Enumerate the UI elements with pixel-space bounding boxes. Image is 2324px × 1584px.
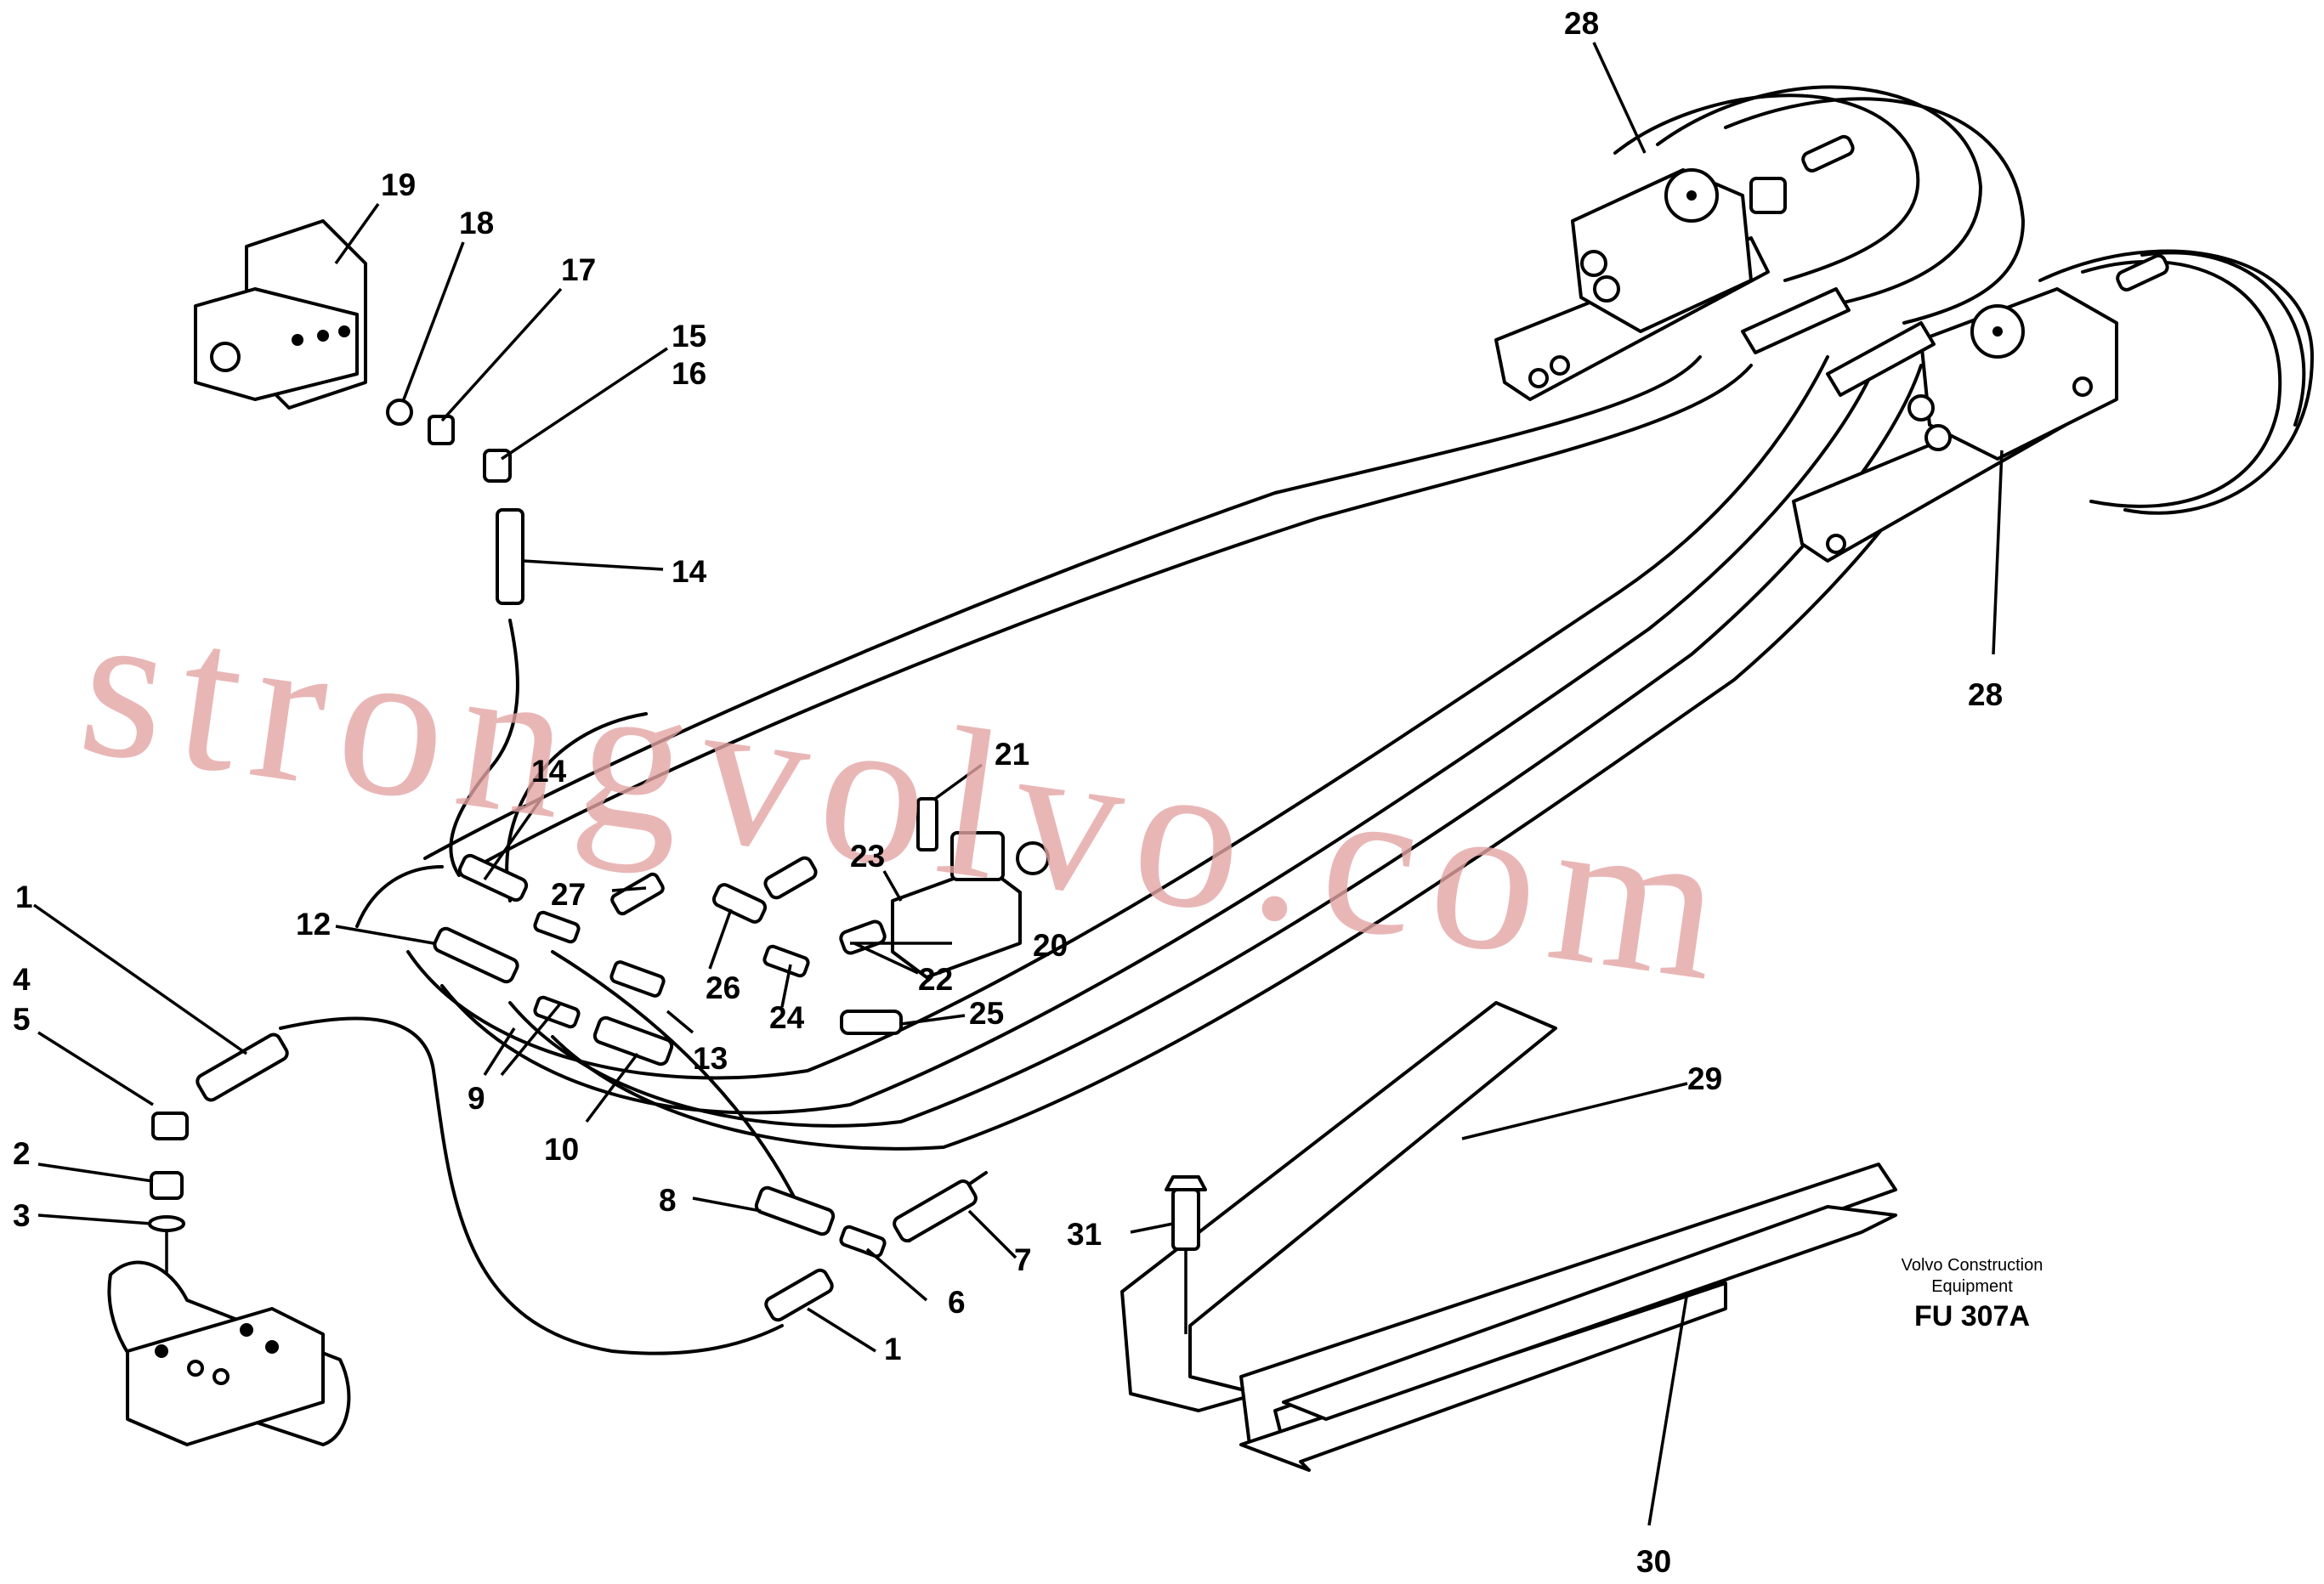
callout-25: 25 <box>969 996 1004 1031</box>
callout-27: 27 <box>551 877 586 912</box>
callout-13: 13 <box>693 1041 728 1076</box>
credit-line-1: Volvo Construction <box>1902 1256 2043 1275</box>
callout-17: 17 <box>561 252 596 287</box>
manifold-block <box>107 1260 351 1446</box>
callout-21: 21 <box>995 737 1029 772</box>
mounting-brackets <box>1120 1001 1897 1472</box>
callout-12: 12 <box>296 907 331 942</box>
callout-19: 19 <box>381 167 416 202</box>
callout-labels: 28 28 19 18 17 15 16 14 14 21 23 27 20 2… <box>13 6 2003 1579</box>
callout-30: 30 <box>1636 1544 1671 1579</box>
callout-24: 24 <box>769 1000 805 1035</box>
callout-7: 7 <box>1014 1242 1032 1277</box>
callout-28-bottom: 28 <box>1968 677 2003 712</box>
callout-16: 16 <box>672 356 706 391</box>
credit-line-2: Equipment <box>1931 1277 2013 1296</box>
fittings-cluster <box>433 853 978 1322</box>
callout-3: 3 <box>13 1198 31 1233</box>
callout-31: 31 <box>1067 1217 1102 1252</box>
control-valve-lower <box>1792 287 2118 563</box>
callout-6: 6 <box>948 1285 966 1320</box>
callout-14-mid: 14 <box>531 754 567 789</box>
callout-22: 22 <box>918 962 953 997</box>
leader-lines <box>32 42 2004 1526</box>
callout-2: 2 <box>13 1136 31 1171</box>
figure-code: FU 307A <box>1914 1300 2030 1332</box>
hose-bundle <box>279 85 2315 1355</box>
callout-1-bottom: 1 <box>884 1332 902 1366</box>
valve-fittings <box>1741 134 2169 397</box>
control-valve-upper <box>1494 168 1787 401</box>
callout-18: 18 <box>459 206 494 240</box>
callout-10: 10 <box>544 1132 579 1167</box>
callout-28-top: 28 <box>1564 6 1599 41</box>
callout-4: 4 <box>13 962 31 997</box>
callout-26: 26 <box>706 970 740 1005</box>
callout-20: 20 <box>1033 928 1068 963</box>
callout-9: 9 <box>468 1081 485 1116</box>
callout-1-left: 1 <box>15 880 33 914</box>
callout-29: 29 <box>1687 1061 1722 1096</box>
solenoid-valve <box>891 797 1050 979</box>
callout-5: 5 <box>13 1002 31 1037</box>
fittings-chain-top <box>386 399 524 605</box>
callout-14-top: 14 <box>672 554 707 589</box>
callout-23: 23 <box>850 839 885 874</box>
callout-15: 15 <box>672 319 706 354</box>
callout-8: 8 <box>659 1183 677 1218</box>
credit-block: Volvo Construction Equipment FU 307A <box>1902 1256 2043 1332</box>
pump-unit <box>194 219 367 410</box>
